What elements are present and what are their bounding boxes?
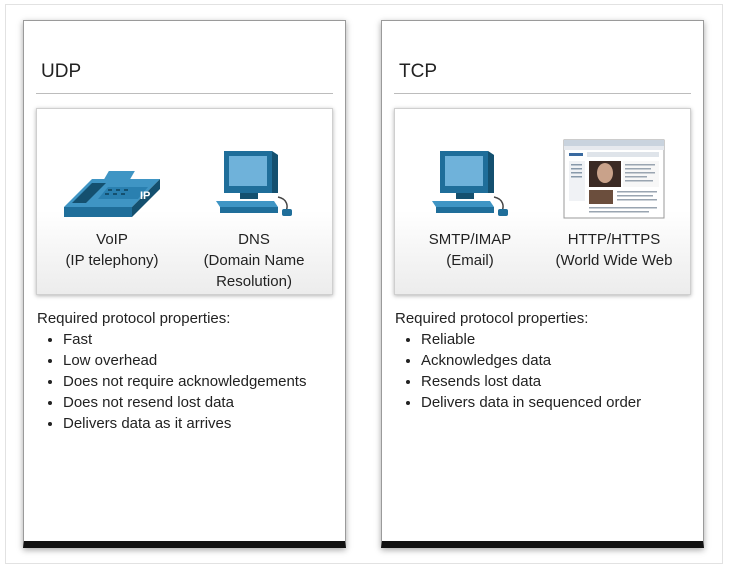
svg-text:IP: IP [140, 190, 150, 202]
dns-desc-line2: Resolution) [216, 273, 292, 290]
list-item: Does not resend lost data [63, 392, 306, 413]
tcp-properties: Required protocol properties: Reliable A… [395, 308, 641, 413]
udp-applications-panel: IP VoIP (IP telephony) [36, 108, 333, 295]
voip-application: IP VoIP (IP telephony) [37, 141, 187, 271]
ip-phone-icon: IP [64, 171, 160, 217]
list-item: Reliable [421, 329, 641, 350]
list-item: Delivers data as it arrives [63, 413, 306, 434]
udp-properties-list: Fast Low overhead Does not require ackno… [37, 329, 306, 434]
smtp-imap-application: SMTP/IMAP (Email) [395, 141, 545, 271]
outer-frame [5, 4, 723, 564]
computer-icon [216, 151, 292, 216]
tcp-card: TCP SMTP/IMAP (Email) [381, 20, 704, 548]
smtp-imap-label: SMTP/IMAP [428, 231, 512, 248]
dns-application: DNS (Domain Name Resolution) [179, 141, 329, 292]
udp-properties: Required protocol properties: Fast Low o… [37, 308, 306, 434]
list-item: Fast [63, 329, 306, 350]
list-item: Acknowledges data [421, 350, 641, 371]
http-https-application: HTTP/HTTPS (World Wide Web [539, 139, 689, 271]
webpage-icon [563, 139, 665, 219]
smtp-imap-desc: (Email) [446, 252, 494, 269]
dns-desc-line1: (Domain Name [203, 252, 305, 269]
udp-properties-heading: Required protocol properties: [37, 310, 231, 327]
http-https-desc: (World Wide Web [555, 252, 673, 269]
list-item: Resends lost data [421, 371, 641, 392]
list-item: Does not require acknowledgements [63, 371, 306, 392]
tcp-title: TCP [399, 61, 437, 82]
list-item: Delivers data in sequenced order [421, 392, 641, 413]
computer-icon [432, 151, 508, 216]
http-https-label: HTTP/HTTPS [567, 231, 661, 248]
voip-label: VoIP [96, 231, 128, 248]
tcp-applications-panel: SMTP/IMAP (Email) [394, 108, 691, 295]
udp-title: UDP [41, 61, 82, 82]
udp-card: UDP IP VoIP [23, 20, 346, 548]
voip-desc: (IP telephony) [65, 252, 159, 269]
tcp-properties-heading: Required protocol properties: [395, 310, 589, 327]
dns-label: DNS [238, 231, 270, 248]
tcp-divider [394, 93, 691, 94]
tcp-properties-list: Reliable Acknowledges data Resends lost … [395, 329, 641, 413]
udp-divider [36, 93, 333, 94]
list-item: Low overhead [63, 350, 306, 371]
